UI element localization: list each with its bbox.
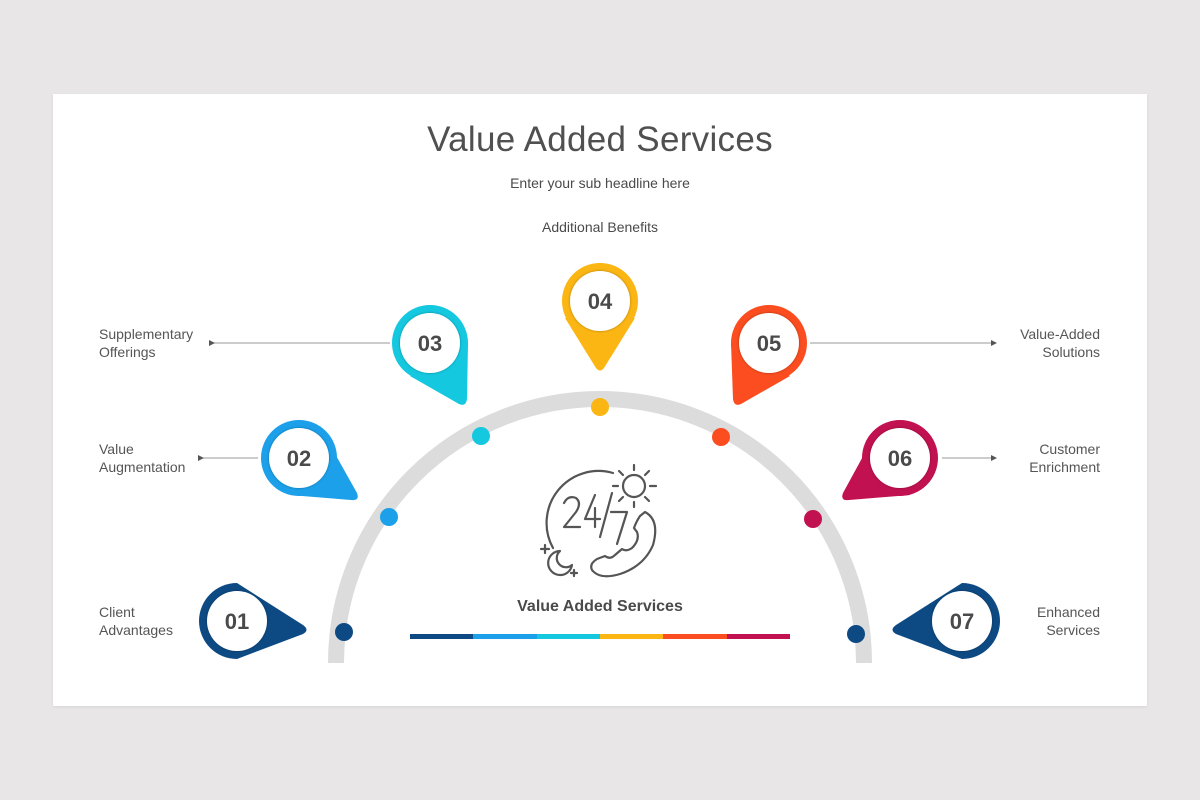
pin-03: 03 [392,305,468,405]
step-06-label: Customer Enrichment [1029,440,1100,476]
pin-04-number: 04 [588,289,613,314]
color-bar-segment-5 [663,634,727,639]
24-7-phone-support-icon [539,463,658,578]
step-02-label-line2: Augmentation [99,459,186,475]
arc-dot-01 [335,623,353,641]
step-05-label: Value-Added Solutions [1020,325,1100,361]
arc-dot-04 [591,398,609,416]
step-06-label-line2: Enrichment [1029,459,1100,475]
pin-02-number: 02 [287,446,311,471]
color-bar-segment-1 [410,634,474,639]
color-bar-segment-2 [473,634,537,639]
color-bar-segment-4 [599,634,664,639]
pin-03-number: 03 [418,331,442,356]
color-bar-segment-6 [726,634,790,639]
color-bar [410,634,790,639]
step-01-label-line1: Client [99,604,135,620]
pin-07-number: 07 [950,609,974,634]
pin-05-number: 05 [757,331,781,356]
pin-01-number: 01 [225,609,249,634]
pin-06-number: 06 [888,446,912,471]
center-caption: Value Added Services [517,598,683,615]
arc-dot-06 [804,510,822,528]
color-bar-segment-3 [536,634,600,639]
step-01-label-line2: Advantages [99,622,173,638]
step-01-label: Client Advantages [99,603,173,639]
step-02-label-line1: Value [99,441,134,457]
pin-01: 01 [199,583,307,659]
step-07-label: Enhanced Services [1037,603,1100,639]
pin-06: 06 [842,420,938,501]
page-subtitle: Enter your sub headline here [510,175,690,191]
step-03-label-line1: Supplementary [99,326,194,342]
step-03-label-line2: Offerings [99,344,156,360]
step-05-label-line2: Solutions [1042,344,1100,360]
step-07-label-line2: Services [1046,622,1100,638]
page-title: Value Added Services [427,120,773,159]
pin-05: 05 [731,305,807,405]
step-02-label: Value Augmentation [99,440,185,476]
step-03-label: Supplementary Offerings [99,325,193,361]
arc-dot-05 [712,428,730,446]
step-05-label-line1: Value-Added [1020,326,1100,342]
step-04-label: Additional Benefits [542,219,658,235]
pin-07: 07 [892,583,1000,659]
pin-04: 04 [562,263,638,371]
semicircle-arc [328,391,872,664]
arc-dot-02 [380,508,398,526]
step-07-label-line1: Enhanced [1036,604,1100,620]
pin-02: 02 [261,420,358,501]
arc-dot-07 [847,625,865,643]
arc-dot-03 [472,427,490,445]
step-06-label-line1: Customer [1039,441,1100,457]
